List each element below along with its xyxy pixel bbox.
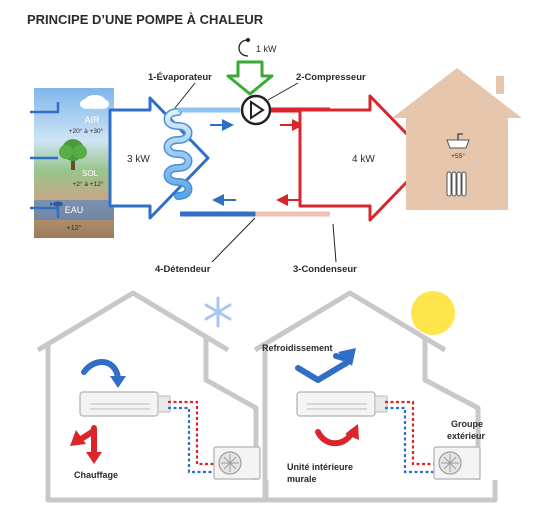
evaporator-label: 1-Évaporateur [148,72,212,83]
condenser-leader [332,223,337,263]
cooling-output-arrowhead [338,348,356,366]
line-red-heating [168,400,214,466]
indoor-unit-label-2: murale [287,474,317,484]
power-input-arrow [226,38,274,96]
expander-leader [211,217,256,263]
compressor-leader [267,82,299,101]
ground-range: +2° à +12° [73,180,104,188]
heating-label: Chauffage [74,470,118,480]
condenser-label: 3-Condenseur [293,264,357,275]
snowflake-icon [204,296,232,328]
outdoor-unit-heating [213,446,261,480]
indoor-unit-cooling [296,391,388,417]
line-blue-heating [168,406,214,474]
house-icon: +55° [392,68,522,210]
compressor-label: 2-Compresseur [296,72,366,83]
house-cooling-outline [253,290,498,503]
air-range: +20° à +30° [69,127,104,135]
sink-icon [446,133,470,149]
indoor-unit-label-1: Unité intérieure [287,462,353,472]
source-panel: AIR +20° à +30° SOL +2° à +12° EAU +12° [34,88,114,238]
air-label: AIR [84,115,100,125]
heating-output-arrowhead-2 [86,452,102,464]
pipe-liquid [180,211,330,217]
line-red-cooling [385,400,434,466]
ground-label: SOL [82,169,99,178]
indoor-unit-heating [79,391,171,417]
water-temp: +12° [67,224,82,232]
fish-icon [50,201,63,207]
evaporator-coil [163,108,193,200]
heating-intake-arrow [81,359,121,381]
radiator-icon [446,171,467,197]
heat-in-arrow [108,96,210,220]
line-blue-cooling [385,406,434,474]
cooling-output-arrow [295,353,353,383]
absorbed-power: 3 kW [127,154,150,165]
evaporator-leader [174,82,196,109]
outdoor-unit-cooling [433,446,481,480]
heating-intake-arrowhead [110,376,126,388]
delivered-power: 4 kW [352,154,375,165]
cloud-icon [80,95,109,109]
sun-icon [411,291,455,335]
outdoor-unit-label-2: extérieur [447,431,486,441]
expander-label: 4-Détendeur [155,264,211,275]
water-label: EAU [65,205,84,215]
heat-out-arrow [298,94,432,222]
page-title: PRINCIPE D’UNE POMPE À CHALEUR [27,12,264,27]
heating-output-arrowhead [70,430,86,446]
compressor-icon [240,94,272,126]
cooling-intake-arrowhead [345,424,359,440]
input-power: 1 kW [256,44,277,54]
cooling-label: Refroidissement [262,343,333,353]
tree-icon [59,139,87,170]
house-water-temp: +55° [451,152,465,160]
intake-arrows [30,102,60,218]
outdoor-unit-label-1: Groupe [451,419,483,429]
